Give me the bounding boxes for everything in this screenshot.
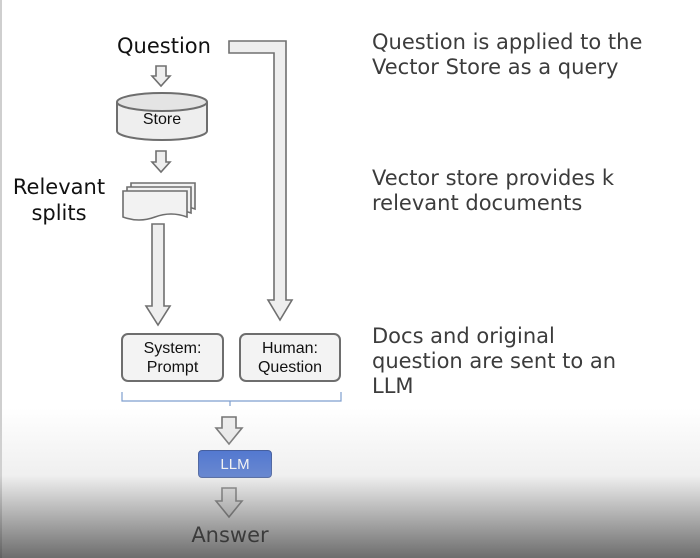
arrow-to-llm <box>214 416 244 446</box>
caption-query-step: Question is applied to the Vector Store … <box>372 30 643 79</box>
human-question-box: Human: Question <box>239 333 341 382</box>
system-prompt-box: System: Prompt <box>121 333 224 382</box>
relevant-splits-label: Relevant splits <box>12 175 106 225</box>
store-cylinder <box>116 92 208 141</box>
arrow-llm-to-answer <box>214 487 244 519</box>
llm-box: LLM <box>198 450 272 478</box>
arrow-store-to-splits <box>150 150 172 174</box>
store-label: Store <box>142 111 182 128</box>
document-stack-icon <box>122 182 196 221</box>
caption-llm-step: Docs and original question are sent to a… <box>372 324 617 398</box>
left-border <box>0 0 2 558</box>
answer-label: Answer <box>191 523 269 547</box>
caption-retrieval-step: Vector store provides k relevant documen… <box>372 166 615 215</box>
arrow-question-to-store <box>150 65 172 88</box>
arrow-question-to-human-question <box>228 40 294 322</box>
question-label: Question <box>117 34 211 58</box>
arrow-splits-to-system-prompt <box>144 223 172 327</box>
message-group-brace <box>121 392 342 406</box>
